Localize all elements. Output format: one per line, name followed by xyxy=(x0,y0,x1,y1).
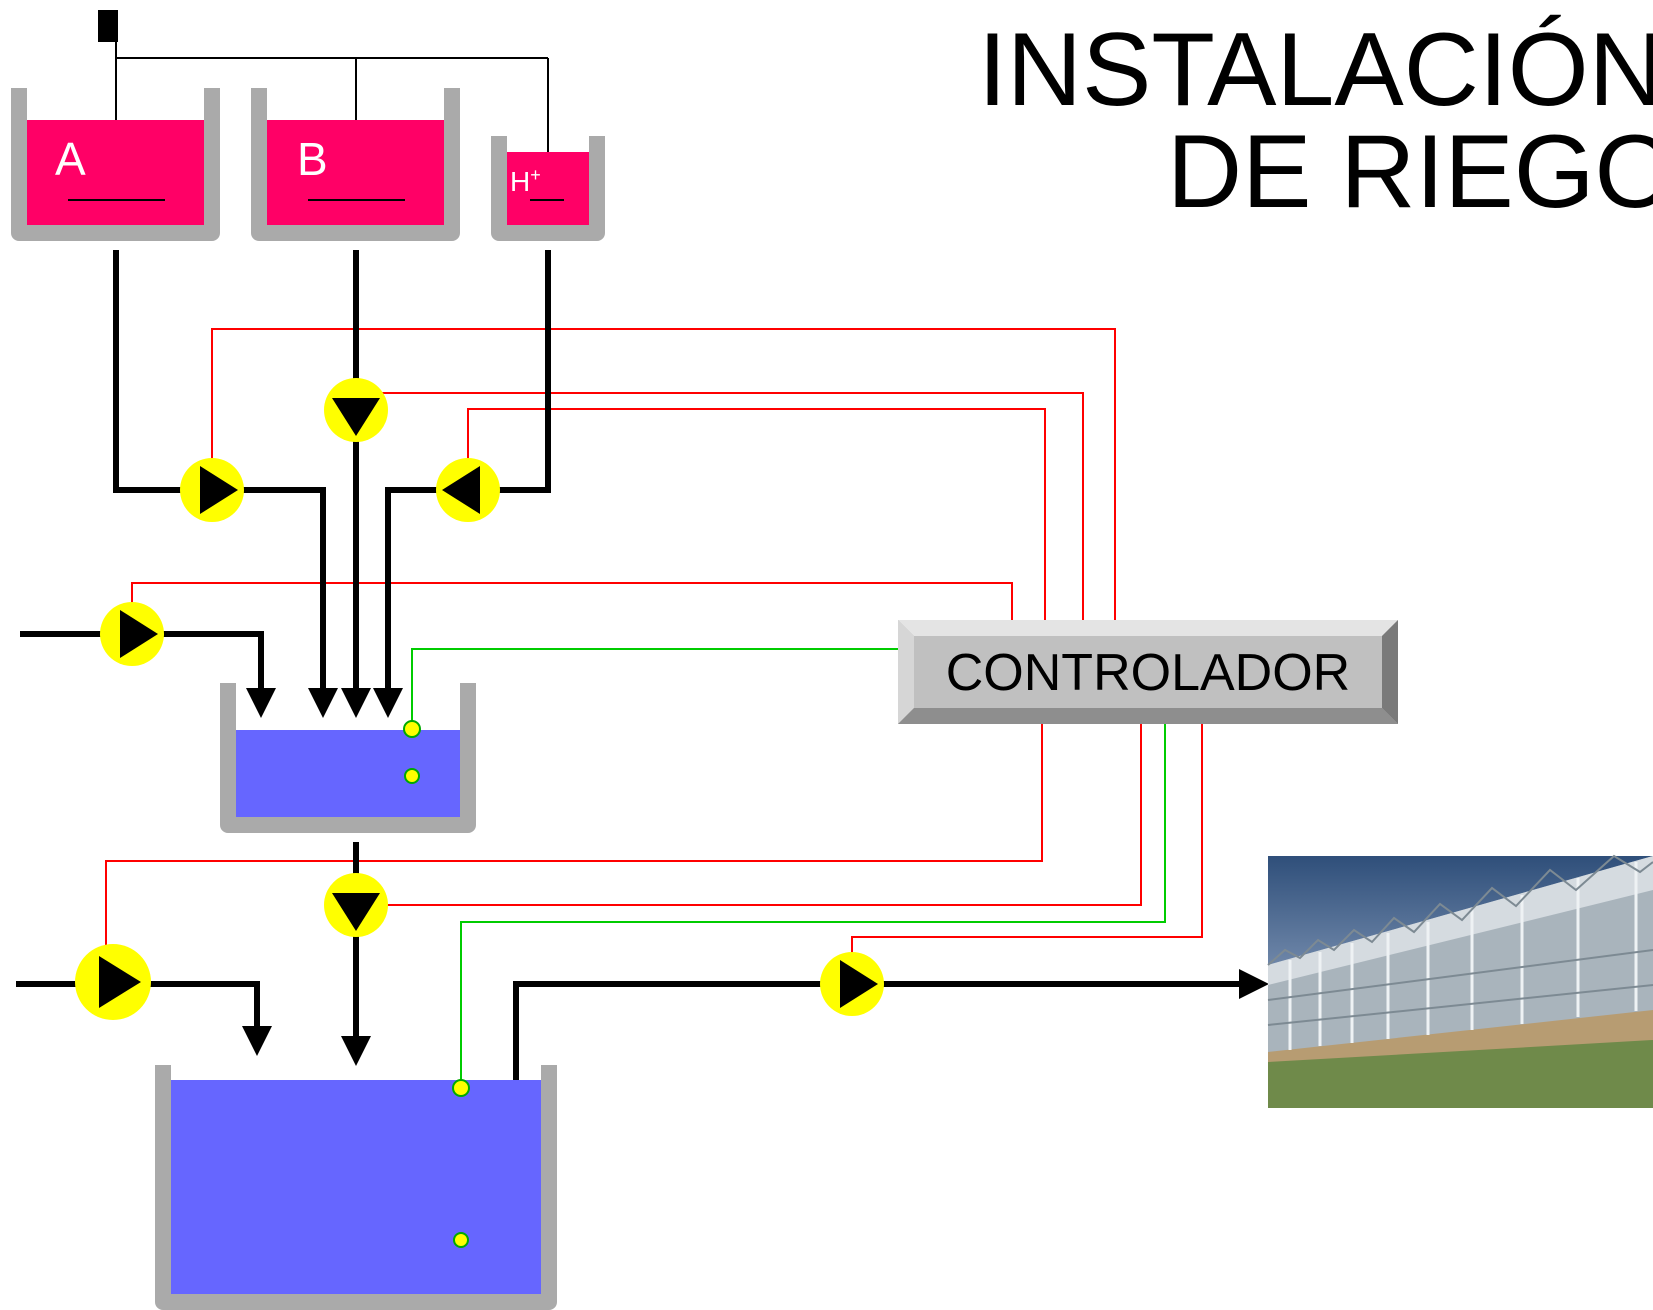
tank-acid: H+ xyxy=(491,136,605,241)
level-sensor-icon xyxy=(452,1079,470,1097)
tank-acid-liquid xyxy=(507,152,589,225)
pump-b[interactable] xyxy=(324,378,388,442)
main-tank-liquid xyxy=(171,1080,541,1295)
pump-acid[interactable] xyxy=(436,458,500,522)
controller-body xyxy=(898,620,1398,724)
main-tank xyxy=(155,1065,557,1310)
tank-b-wall xyxy=(251,88,460,241)
pump-a[interactable] xyxy=(180,458,244,522)
tank-acid-superscript: + xyxy=(530,165,541,185)
main-tank-wall xyxy=(155,1065,557,1310)
mixing-tank-wall xyxy=(220,683,476,833)
control-lines xyxy=(105,328,1203,982)
sensor-line-mix-tank xyxy=(411,648,898,776)
agitator-motor xyxy=(98,10,118,42)
level-sensors xyxy=(403,720,470,1248)
control-line-pump-transfer xyxy=(356,724,1142,906)
tank-acid-label: H+ xyxy=(510,165,541,197)
pump-outlet[interactable] xyxy=(820,952,884,1016)
mixing-tank-liquid xyxy=(236,730,460,818)
control-line-pump-water-1 xyxy=(131,582,1013,632)
greenhouse-photo xyxy=(1267,854,1653,1108)
tank-a-liquid xyxy=(27,120,204,225)
control-line-pump-b xyxy=(356,392,1084,620)
level-sensor-icon xyxy=(404,768,420,784)
pump-water-1[interactable] xyxy=(100,602,164,666)
page-title: INSTALACIÓN DE RIEGO xyxy=(978,12,1653,230)
title-line-1: INSTALACIÓN xyxy=(978,12,1653,128)
controller-label: CONTROLADOR xyxy=(946,644,1350,702)
tank-b-label: B xyxy=(297,133,328,185)
tank-acid-wall xyxy=(491,136,605,241)
tank-a-wall xyxy=(11,88,220,241)
tank-a-label: A xyxy=(55,133,86,185)
mixing-tank xyxy=(220,683,476,833)
control-line-pump-outlet xyxy=(851,724,1203,982)
pump-transfer[interactable] xyxy=(324,873,388,937)
control-line-pump-acid xyxy=(467,408,1046,620)
level-sensor-icon xyxy=(403,720,421,738)
tank-b: B xyxy=(251,88,460,241)
control-line-pump-water-2 xyxy=(105,724,1043,980)
pump-water-2[interactable] xyxy=(75,944,151,1020)
title-line-2: DE RIEGO xyxy=(1167,114,1653,230)
control-line-pump-a xyxy=(211,328,1116,620)
pipe-outlet xyxy=(513,969,1269,1256)
controller[interactable]: CONTROLADOR xyxy=(898,620,1398,724)
tank-b-liquid xyxy=(267,120,444,225)
tank-a: A xyxy=(11,88,220,241)
level-sensor-icon xyxy=(453,1232,469,1248)
